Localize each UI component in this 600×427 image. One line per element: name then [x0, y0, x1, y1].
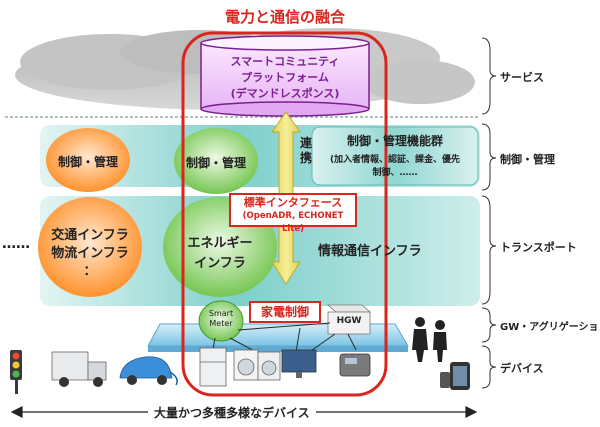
appliance-control-box: 家電制御 [249, 301, 321, 323]
tv-icon [281, 349, 317, 378]
transport-infra-line1: 交通インフラ [51, 228, 129, 243]
layer-label-service: サービス [500, 71, 544, 84]
smart-meter-line1: Smart [208, 309, 234, 318]
control-circle-left [46, 128, 130, 192]
smart-meter-label: Smart Meter [199, 309, 243, 329]
layer-braces [481, 37, 497, 389]
truck-icon [51, 351, 107, 387]
fusion-frame [181, 31, 388, 397]
layer-label-control: 制御・管理 [500, 153, 555, 166]
control-group-title: 制御・管理機能群 [346, 134, 443, 148]
standard-interface-box: 標準インタフェース (OpenADR, ECHONET Lite) [229, 193, 357, 234]
control-left-label: 制御・管理 [57, 155, 118, 169]
transport-circle [38, 197, 142, 297]
layer-label-gateway: GW・アグリゲーション [500, 322, 600, 333]
hgw-label: HGW [336, 316, 362, 326]
control-group-detail2: 制御、…… [372, 168, 418, 178]
platform-cylinder [200, 35, 370, 117]
mobile-phone-icon [440, 372, 450, 388]
control-middle-label: 制御・管理 [185, 156, 246, 170]
transport-infra-line2: 物流インフラ [51, 246, 129, 261]
transport-infra-label: 交通インフラ 物流インフラ ： [38, 227, 142, 281]
transport-infra-line3: ： [83, 264, 97, 279]
layer-label-device: デバイス [500, 362, 544, 375]
platform-line1: スマートコミュニティ [230, 55, 340, 68]
washing-machine-icon [233, 349, 281, 381]
layer-label-transport: トランスポート [500, 241, 577, 254]
standard-interface-title: 標準インタフェース [243, 196, 343, 209]
energy-infra-label: エネルギー インフラ [166, 234, 274, 274]
diagram-title: 電力と通信の融合 [224, 8, 345, 26]
smart-meter-icon [198, 300, 244, 342]
standard-interface-detail: (OpenADR, ECHONET Lite) [242, 211, 344, 234]
control-group-detail1: (加入者情報、認証、課金、優先 [329, 155, 461, 165]
ict-infra-label: 情報通信インフラ [318, 244, 422, 259]
control-group-label: 制御・管理機能群 (加入者情報、認証、課金、優先 制御、…… [312, 132, 478, 178]
hgw-icon [326, 304, 372, 335]
tablet-icon [450, 362, 470, 390]
energy-infra-line1: エネルギー [187, 236, 253, 251]
control-group-box [311, 126, 479, 186]
refrigerator-icon [199, 347, 227, 387]
control-circle-middle [174, 128, 258, 194]
platform-line2: プラットフォーム [241, 71, 329, 84]
phone-icon [339, 353, 371, 377]
electric-car-icon [119, 356, 178, 386]
energy-infra-line2: インフラ [194, 256, 246, 271]
link-label: 連携 [300, 136, 313, 165]
transport-ellipsis: …… [2, 236, 30, 252]
platform-label: スマートコミュニティ プラットフォーム (デマンドレスポンス) [201, 54, 369, 102]
people-icon [412, 317, 447, 362]
platform-line3: (デマンドレスポンス) [230, 87, 340, 100]
smart-meter-line2: Meter [209, 319, 233, 328]
bottom-caption: 大量かつ多種多様なデバイス [148, 404, 316, 421]
traffic-light-icon [10, 350, 22, 394]
